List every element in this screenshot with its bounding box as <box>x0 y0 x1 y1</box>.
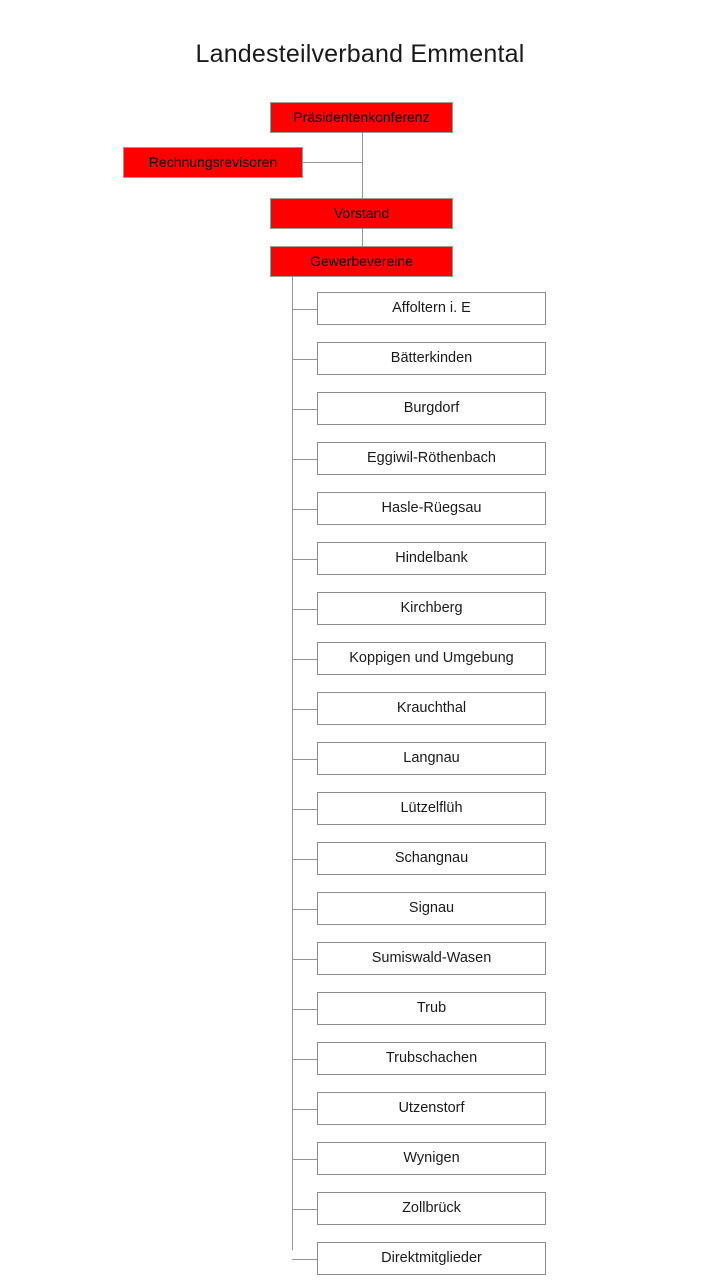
node-member[interactable]: Kirchberg <box>317 592 546 625</box>
connector-member-6 <box>292 559 317 560</box>
connector-rechnungsrevisoren-to-spine <box>303 162 363 163</box>
node-member[interactable]: Bätterkinden <box>317 342 546 375</box>
node-member[interactable]: Langnau <box>317 742 546 775</box>
connector-member-10 <box>292 759 317 760</box>
connector-member-14 <box>292 959 317 960</box>
node-vorstand[interactable]: Vorstand <box>270 198 453 229</box>
connector-member-1 <box>292 309 317 310</box>
connector-praesidentenkonferenz-to-vorstand <box>362 132 363 198</box>
connector-vorstand-to-gewerbevereine <box>362 228 363 246</box>
connector-member-5 <box>292 509 317 510</box>
connector-member-15 <box>292 1009 317 1010</box>
node-member-label: Affoltern i. E <box>392 299 471 316</box>
node-gewerbevereine[interactable]: Gewerbevereine <box>270 246 453 277</box>
connector-member-16 <box>292 1059 317 1060</box>
connector-member-17 <box>292 1109 317 1110</box>
node-member-label: Hasle-Rüegsau <box>381 499 482 516</box>
connector-member-9 <box>292 709 317 710</box>
connector-member-18 <box>292 1159 317 1160</box>
node-member-label: Lützelflüh <box>400 799 463 816</box>
node-member-label: Bätterkinden <box>390 349 473 366</box>
connector-member-12 <box>292 859 317 860</box>
node-member-label: Direktmitglieder <box>381 1249 482 1266</box>
node-member-label: Eggiwil-Röthenbach <box>367 449 496 466</box>
node-member[interactable]: Sumiswald-Wasen <box>317 942 546 975</box>
node-member[interactable]: Direktmitglieder <box>317 1242 546 1275</box>
node-member-label: Sumiswald-Wasen <box>371 949 492 966</box>
connector-member-8 <box>292 659 317 660</box>
node-member[interactable]: Signau <box>317 892 546 925</box>
node-member[interactable]: Eggiwil-Röthenbach <box>317 442 546 475</box>
node-member[interactable]: Trubschachen <box>317 1042 546 1075</box>
node-member-label: Wynigen <box>403 1149 460 1166</box>
node-rechnungsrevisoren-label: Rechnungsrevisoren <box>148 153 278 170</box>
node-member-label: Schangnau <box>394 849 469 866</box>
node-member-label: Langnau <box>403 749 460 766</box>
connector-member-3 <box>292 409 317 410</box>
node-rechnungsrevisoren[interactable]: Rechnungsrevisoren <box>123 147 303 178</box>
node-gewerbevereine-label: Gewerbevereine <box>310 252 413 269</box>
connector-member-4 <box>292 459 317 460</box>
node-praesidentenkonferenz[interactable]: Präsidentenkonferenz <box>270 102 453 133</box>
connector-member-7 <box>292 609 317 610</box>
connector-member-13 <box>292 909 317 910</box>
node-member-label: Zollbrück <box>402 1199 461 1216</box>
node-member[interactable]: Affoltern i. E <box>317 292 546 325</box>
node-member-label: Hindelbank <box>395 549 468 566</box>
node-member-label: Burgdorf <box>403 399 460 416</box>
node-member[interactable]: Zollbrück <box>317 1192 546 1225</box>
page-title: Landesteilverband Emmental <box>195 40 525 68</box>
node-member[interactable]: Hindelbank <box>317 542 546 575</box>
node-member[interactable]: Krauchthal <box>317 692 546 725</box>
node-member-label: Krauchthal <box>396 699 467 716</box>
node-member-label: Kirchberg <box>400 599 463 616</box>
node-member[interactable]: Trub <box>317 992 546 1025</box>
connector-member-20 <box>292 1259 317 1260</box>
node-member-label: Koppigen und Umgebung <box>349 649 514 666</box>
node-member[interactable]: Wynigen <box>317 1142 546 1175</box>
node-member[interactable]: Utzenstorf <box>317 1092 546 1125</box>
node-member[interactable]: Koppigen und Umgebung <box>317 642 546 675</box>
connector-member-11 <box>292 809 317 810</box>
node-member[interactable]: Hasle-Rüegsau <box>317 492 546 525</box>
node-member-label: Trub <box>416 999 447 1016</box>
node-member[interactable]: Lützelflüh <box>317 792 546 825</box>
node-member[interactable]: Schangnau <box>317 842 546 875</box>
member-spine <box>292 276 293 1250</box>
node-praesidentenkonferenz-label: Präsidentenkonferenz <box>293 108 430 125</box>
connector-member-2 <box>292 359 317 360</box>
node-member-label: Trubschachen <box>385 1049 478 1066</box>
node-member[interactable]: Burgdorf <box>317 392 546 425</box>
connector-member-19 <box>292 1209 317 1210</box>
node-vorstand-label: Vorstand <box>333 204 390 221</box>
node-member-label: Signau <box>408 899 455 916</box>
node-member-label: Utzenstorf <box>398 1099 465 1116</box>
